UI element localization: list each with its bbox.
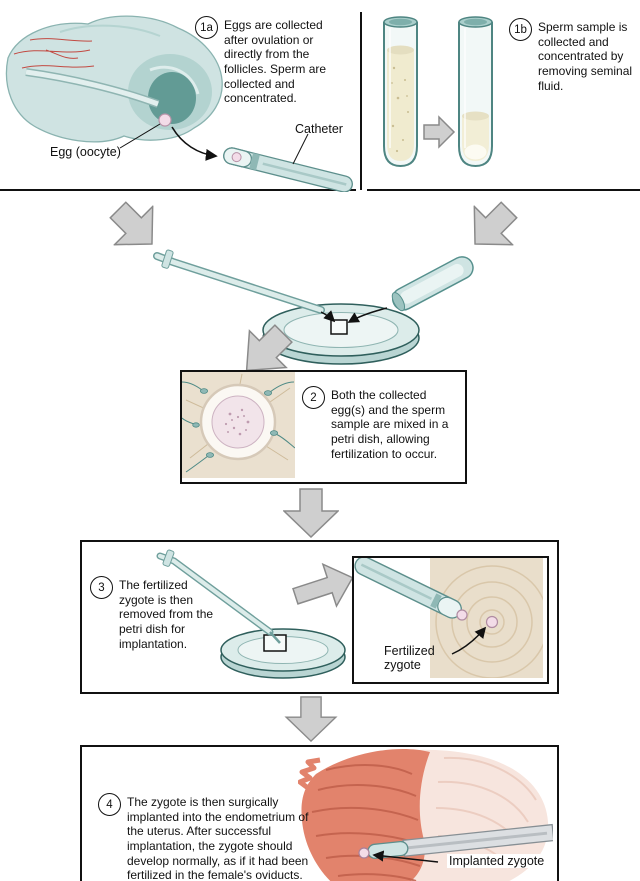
step-2-badge: 2	[302, 386, 325, 409]
mixing-target-square	[330, 319, 348, 335]
egg-oocyte-icon	[158, 113, 172, 127]
step-2-text: Both the collected egg(s) and the sperm …	[331, 388, 449, 461]
oocyte-cytoplasm-icon	[211, 395, 265, 449]
step-3-badge: 3	[90, 576, 113, 599]
step-4-callout: 4 The zygote is then surgically implante…	[98, 793, 320, 881]
egg-oocyte-label: Egg (oocyte)	[50, 145, 121, 159]
step-2-callout: 2 Both the collected egg(s) and the sper…	[302, 386, 460, 461]
petri-dish-mixing-illustration	[153, 249, 474, 372]
step-4-badge: 4	[98, 793, 121, 816]
step-4-panel	[80, 745, 559, 881]
sperm-suspension-specks	[391, 66, 409, 153]
uterus-implantation-illustration	[298, 748, 553, 881]
zygote-pointer-arrow-icon	[451, 626, 487, 655]
removal-target-square	[263, 634, 287, 652]
tube-transfer-arrow-icon	[423, 115, 456, 149]
ripple-arcs	[435, 565, 543, 678]
step-2-panel	[180, 370, 467, 484]
flow-arrow-to-inset-icon	[292, 562, 354, 608]
step-3-text: The fertilized zygote is then removed fr…	[119, 578, 214, 651]
flow-arrow-down-icon	[283, 488, 339, 538]
fertilized-zygote-closeup	[354, 556, 543, 678]
catheter-label-leader-line	[292, 133, 309, 165]
step-1a-badge: 1a	[195, 16, 218, 39]
zygote-in-catheter-icon	[456, 609, 468, 621]
flow-arrow-down-icon-2	[284, 696, 338, 742]
implanted-zygote-label: Implanted zygote	[447, 854, 547, 868]
implanted-zygote-pointer-arrow-icon	[372, 850, 439, 863]
fertilized-zygote-label: Fertilized zygote	[384, 644, 435, 672]
step-3-callout: 3 The fertilized zygote is then removed …	[90, 576, 218, 651]
step-3-panel	[80, 540, 559, 694]
catheter-label: Catheter	[295, 122, 343, 136]
step-1b-text: Sperm sample is collected and concentrat…	[538, 20, 633, 93]
panel-1a-bottom-rule	[0, 189, 356, 191]
fertilization-microscope-view	[182, 372, 295, 478]
panel-divider-rule	[360, 12, 362, 190]
fimbriae-fringe-icon	[298, 757, 321, 790]
fertilized-zygote-icon	[485, 615, 499, 629]
blood-vessels-icon	[13, 38, 95, 69]
flow-arrow-down-right-icon	[109, 201, 154, 246]
ovary-egg-retrieval-illustration	[5, 15, 353, 192]
sperm-heads-icon	[192, 388, 279, 458]
sperm-tube-pouring-icon	[391, 256, 474, 312]
step-1a-callout: 1a Eggs are collected after ovulation or…	[195, 16, 347, 106]
concentrated-sperm-pellet-icon	[464, 144, 487, 160]
tube-to-dish-arrow-icon	[347, 307, 388, 323]
sperm-tails-icon	[182, 381, 295, 473]
panel-1b-bottom-rule	[367, 189, 640, 191]
catheter-icon	[223, 147, 353, 192]
step-1b-callout: 1b Sperm sample is collected and concent…	[509, 18, 637, 93]
step-1b-badge: 1b	[509, 18, 532, 41]
step-4-text: The zygote is then surgically implanted …	[127, 795, 309, 881]
fertilized-zygote-inset	[352, 556, 549, 684]
implanted-zygote-icon	[358, 847, 370, 859]
flow-arrow-to-step2-icon	[245, 324, 293, 372]
egg-label-leader-line	[119, 123, 161, 149]
step-1a-text: Eggs are collected after ovulation or di…	[224, 18, 327, 106]
flow-arrow-down-left-icon	[473, 201, 518, 246]
zygote-removal-illustration	[156, 549, 346, 679]
sperm-sample-tubes-illustration	[383, 16, 493, 168]
catheter-to-dish-arrow-icon	[320, 310, 336, 323]
egg-to-catheter-arrow-icon	[171, 126, 218, 161]
